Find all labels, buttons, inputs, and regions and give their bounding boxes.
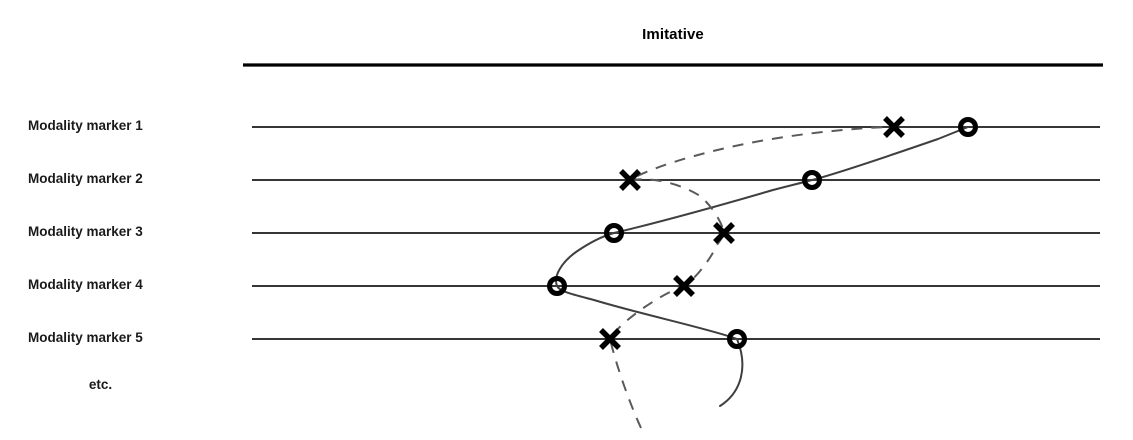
row-label-modality-marker-4: Modality marker 4	[28, 277, 143, 292]
dashed-curve-x-series	[609, 126, 895, 429]
marker-cross-row-3	[713, 222, 735, 244]
marker-circle-row-3	[604, 223, 624, 243]
marker-group	[547, 116, 978, 350]
marker-cross-row-5	[599, 328, 621, 350]
row-label-modality-marker-3: Modality marker 3	[28, 224, 143, 239]
marker-circle-row-4	[547, 276, 567, 296]
row-label-modality-marker-5: Modality marker 5	[28, 330, 143, 345]
chart-title: Imitative	[642, 26, 704, 43]
marker-circle-row-1	[958, 117, 978, 137]
marker-cross-row-2	[619, 169, 641, 191]
row-lines-group	[252, 126, 1100, 340]
marker-circle-row-2	[802, 170, 822, 190]
marker-cross-row-4	[673, 275, 695, 297]
marker-cross-row-1	[883, 116, 905, 138]
solid-curve-o-series	[555, 126, 969, 407]
marker-circle-row-5	[727, 329, 747, 349]
etc-label: etc.	[88, 377, 113, 392]
row-label-modality-marker-1: Modality marker 1	[28, 118, 143, 133]
row-label-modality-marker-2: Modality marker 2	[28, 171, 143, 186]
